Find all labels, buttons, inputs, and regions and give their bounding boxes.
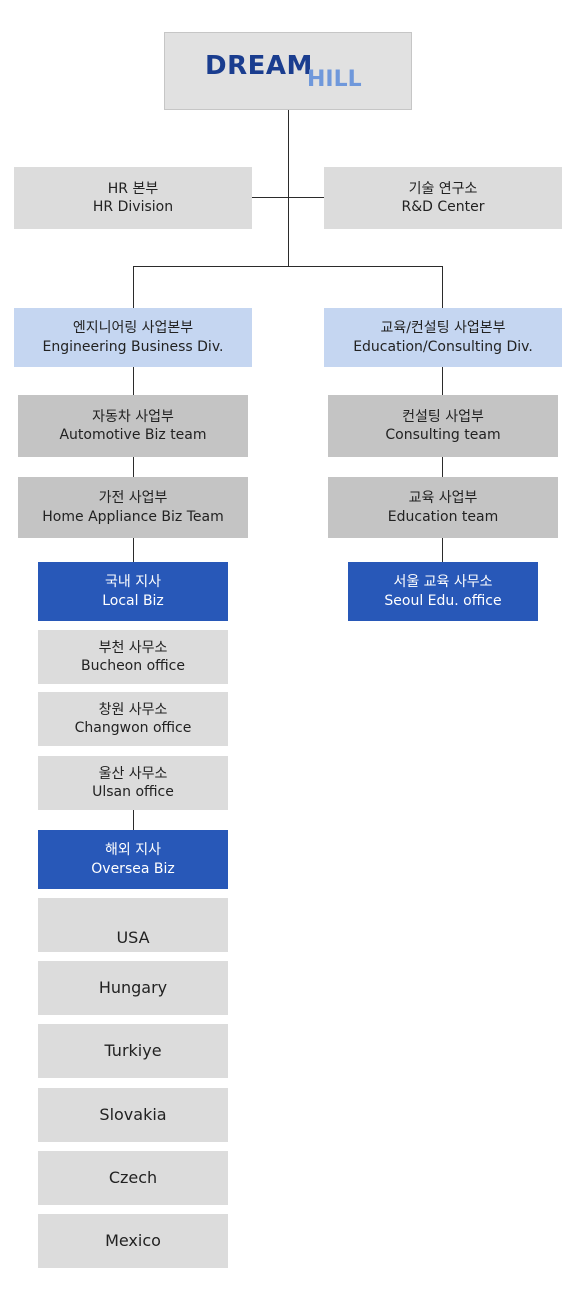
local-biz-ko: 국내 지사 (105, 574, 161, 591)
connector-eng-drop (133, 266, 134, 308)
hr-division-en: HR Division (92, 199, 174, 215)
seoul-office-en: Seoul Edu. office (384, 592, 502, 609)
automotive-team-ko: 자동차 사업부 (92, 408, 174, 425)
country-mexico-box: Mexico (38, 1214, 228, 1268)
connector-edu-chain-1 (442, 367, 443, 395)
ulsan-office-box: 울산 사무소 Ulsan office (38, 756, 228, 810)
oversea-biz-ko: 해외 지사 (105, 842, 161, 859)
country-usa-box: USA (38, 898, 228, 952)
connector-eng-chain-3 (133, 538, 134, 562)
engineering-division-en: Engineering Business Div. (42, 338, 224, 355)
connector-divisions (133, 266, 443, 267)
engineering-division-box: 엔지니어링 사업본부 Engineering Business Div. (14, 308, 252, 367)
rd-center-en: R&D Center (401, 199, 485, 215)
logo-text-hill: HILL (307, 67, 362, 92)
home-appliance-team-ko: 가전 사업부 (98, 490, 168, 507)
country-czech-label: Czech (108, 1167, 158, 1187)
bucheon-office-en: Bucheon office (81, 658, 185, 674)
seoul-office-box: 서울 교육 사무소 Seoul Edu. office (348, 562, 538, 621)
connector-edu-chain-3 (442, 538, 443, 562)
home-appliance-team-box: 가전 사업부 Home Appliance Biz Team (18, 477, 248, 538)
ulsan-office-ko: 울산 사무소 (98, 765, 168, 782)
consulting-team-en: Consulting team (385, 427, 501, 443)
connector-eng-chain-1 (133, 367, 134, 395)
connector-eng-chain-4 (133, 810, 134, 830)
rd-center-ko: 기술 연구소 (408, 180, 478, 197)
hr-division-ko: HR 본부 (107, 180, 159, 197)
country-hungary-box: Hungary (38, 961, 228, 1015)
country-czech-box: Czech (38, 1151, 228, 1205)
ulsan-office-en: Ulsan office (92, 784, 174, 800)
country-slovakia-box: Slovakia (38, 1088, 228, 1142)
engineering-division-ko: 엔지니어링 사업본부 (72, 320, 194, 337)
changwon-office-ko: 창원 사무소 (98, 701, 168, 718)
home-appliance-team-en: Home Appliance Biz Team (42, 508, 224, 525)
bucheon-office-box: 부천 사무소 Bucheon office (38, 630, 228, 684)
oversea-biz-box: 해외 지사 Oversea Biz (38, 830, 228, 889)
country-turkiye-box: Turkiye (38, 1024, 228, 1078)
education-team-box: 교육 사업부 Education team (328, 477, 558, 538)
connector-edu-drop (442, 266, 443, 308)
connector-edu-chain-2 (442, 457, 443, 477)
logo-text-dream: DREAM (205, 51, 313, 81)
connector-eng-chain-2 (133, 457, 134, 477)
oversea-biz-en: Oversea Biz (91, 860, 175, 877)
rd-center-box: 기술 연구소 R&D Center (324, 167, 562, 229)
country-slovakia-label: Slovakia (99, 1104, 167, 1124)
education-team-en: Education team (387, 508, 499, 525)
seoul-office-ko: 서울 교육 사무소 (393, 574, 493, 591)
country-usa-label: USA (116, 927, 150, 947)
education-team-ko: 교육 사업부 (408, 490, 478, 507)
connector-trunk (288, 110, 289, 266)
local-biz-en: Local Biz (102, 592, 164, 609)
education-division-box: 교육/컨설팅 사업본부 Education/Consulting Div. (324, 308, 562, 367)
automotive-team-box: 자동차 사업부 Automotive Biz team (18, 395, 248, 457)
consulting-team-ko: 컨설팅 사업부 (402, 408, 484, 425)
country-mexico-label: Mexico (105, 1230, 161, 1250)
country-turkiye-label: Turkiye (104, 1040, 162, 1060)
country-hungary-label: Hungary (98, 977, 168, 997)
company-logo: DREAM HILL (164, 32, 412, 110)
bucheon-office-ko: 부천 사무소 (98, 639, 168, 656)
local-biz-box: 국내 지사 Local Biz (38, 562, 228, 621)
automotive-team-en: Automotive Biz team (59, 427, 207, 443)
education-division-en: Education/Consulting Div. (353, 338, 533, 355)
hr-division-box: HR 본부 HR Division (14, 167, 252, 229)
changwon-office-en: Changwon office (74, 720, 192, 736)
education-division-ko: 교육/컨설팅 사업본부 (380, 320, 506, 337)
changwon-office-box: 창원 사무소 Changwon office (38, 692, 228, 746)
consulting-team-box: 컨설팅 사업부 Consulting team (328, 395, 558, 457)
connector-top-units (252, 197, 324, 198)
